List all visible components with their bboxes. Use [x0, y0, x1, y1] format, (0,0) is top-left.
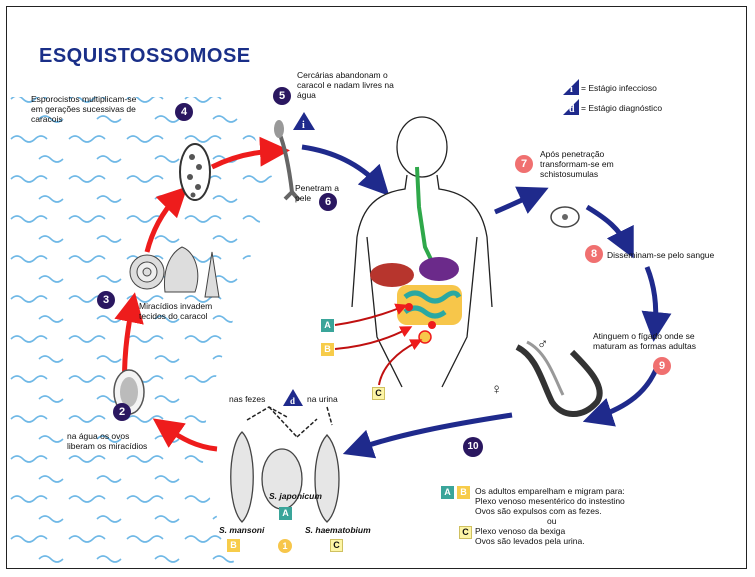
step-5-line1: Cercárias abandonam o: [297, 70, 388, 80]
step-3-line1: Miracídios invadem: [139, 301, 212, 311]
step-4-line3: caracois: [31, 114, 63, 124]
note-marker-b: B: [457, 486, 470, 499]
feces-label: nas fezes: [229, 394, 265, 404]
adult-worms: [517, 347, 600, 414]
human-body: [352, 117, 492, 387]
note-c-line1: Plexo venoso da bexiga: [475, 526, 565, 536]
arrow-7-to-8: [587, 207, 627, 245]
diagnostic-marker: d: [283, 389, 303, 406]
diagram-frame: ESQUISTOSSOMOSE i = Estágio infeccioso d…: [6, 6, 747, 569]
note-c-line2: Ovos são levados pela urina.: [475, 536, 585, 546]
infective-icon-letter: i: [570, 84, 573, 95]
legend-infective: = Estágio infeccioso: [581, 83, 657, 93]
arrow-9-to-10: [597, 367, 657, 417]
note-ab-line1: Os adultos emparelham e migram para:: [475, 486, 625, 496]
marker-c-haematobium: C: [330, 539, 343, 552]
step-2-badge: 2: [113, 403, 131, 421]
step-4-line1: Esporocistos multiplicam-se: [31, 94, 136, 104]
infective-marker-letter: i: [302, 120, 305, 130]
marker-c-body: C: [372, 387, 385, 400]
diagnostic-marker-letter: d: [290, 396, 295, 406]
male-symbol: ♂: [537, 337, 548, 352]
arrow-10-to-eggs: [357, 415, 512, 449]
step-7-line3: schistosumulas: [540, 169, 598, 179]
s-haematobium-label: S. haematobium: [305, 525, 371, 535]
step-7-line1: Após penetração: [540, 149, 604, 159]
note-or: ou: [547, 516, 556, 526]
step-4-badge: 4: [175, 103, 193, 121]
infective-stage-icon: i: [563, 79, 579, 95]
legend-diagnostic: = Estágio diagnóstico: [581, 103, 662, 113]
step-9-line2: maturam as formas adultas: [593, 341, 696, 351]
step-7-badge: 7: [515, 155, 533, 173]
infective-marker-5: i: [293, 112, 315, 130]
note-marker-a: A: [441, 486, 454, 499]
diagnostic-eggs: [231, 407, 339, 522]
marker-b-mansoni: B: [227, 539, 240, 552]
step-4-line2: em gerações sucessivas de: [31, 104, 136, 114]
diagnostic-icon-letter: d: [569, 104, 575, 115]
note-ab-line2: Plexo venoso mesentérico do instestino: [475, 496, 625, 506]
step-6-line2: pele: [295, 193, 311, 203]
liver: [370, 263, 414, 287]
step-8-badge: 8: [585, 245, 603, 263]
step-8-text: Disseminam-se pelo sangue: [607, 250, 714, 260]
step-3-badge: 3: [97, 291, 115, 309]
step-1-badge: 1: [278, 539, 292, 553]
s-japonicum-label: S. japonicum: [269, 491, 322, 501]
page-title: ESQUISTOSSOMOSE: [39, 45, 251, 68]
step-5-line3: água: [297, 90, 316, 100]
arrow-human-to-7: [495, 194, 535, 212]
sporocyst: [180, 144, 210, 200]
marker-a-japonicum: A: [279, 507, 292, 520]
arrow-5-to-human: [302, 147, 379, 185]
step-6-line1: Penetram a: [295, 183, 339, 193]
step-7-line2: transformam-se em: [540, 159, 614, 169]
diagnostic-stage-icon: d: [563, 99, 579, 115]
step-10-badge: 10: [463, 437, 483, 457]
step-9-line1: Atinguem o fígado onde se: [593, 331, 695, 341]
esophagus: [417, 167, 437, 272]
bladder: [419, 331, 431, 343]
step-6-badge: 6: [319, 193, 337, 211]
marker-b-body: B: [321, 343, 334, 356]
note-marker-c: C: [459, 526, 472, 539]
step-3-line2: tecidos do caracol: [139, 311, 208, 321]
arrow-8-to-9: [647, 267, 656, 327]
stomach: [419, 257, 459, 281]
step-2-line2: liberam os miracídios: [67, 441, 147, 451]
marker-a-body: A: [321, 319, 334, 332]
s-mansoni-label: S. mansoni: [219, 525, 264, 535]
step-5-line2: caracol e nadam livres na: [297, 80, 394, 90]
female-symbol: ♀: [491, 382, 502, 397]
note-ab-line3: Ovos são expulsos com as fezes.: [475, 506, 602, 516]
step-2-line1: na água os ovos: [67, 431, 129, 441]
step-5-badge: 5: [273, 87, 291, 105]
step-9-badge: 9: [653, 357, 671, 375]
urine-label: na urina: [307, 394, 338, 404]
